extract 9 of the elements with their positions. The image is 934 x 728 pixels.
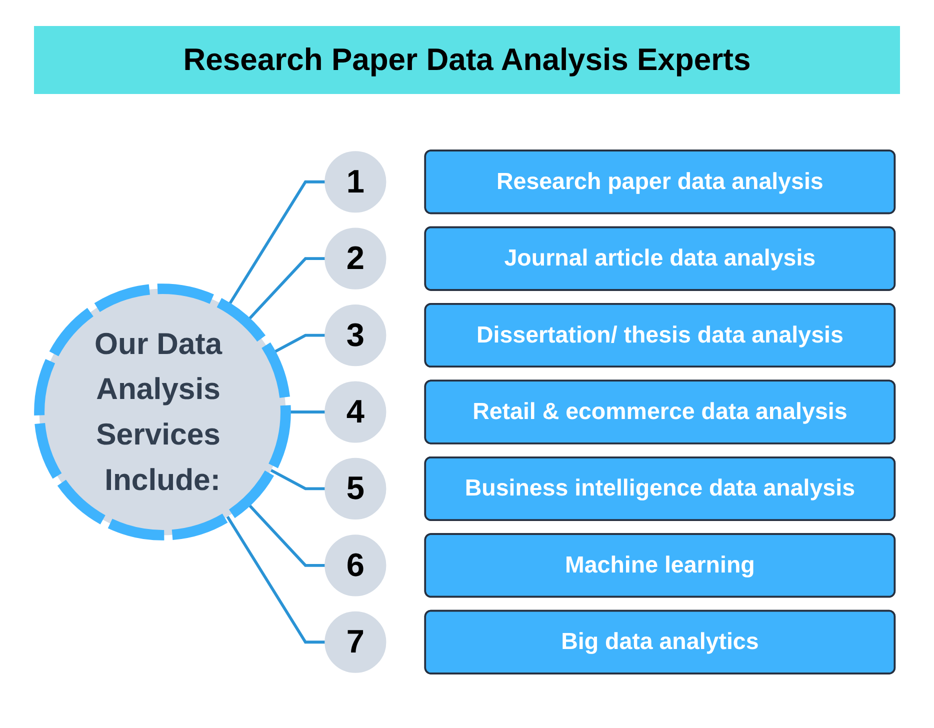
node-circle: 1	[324, 151, 386, 213]
title-banner: Research Paper Data Analysis Experts	[34, 26, 900, 94]
node-circle: 2	[324, 228, 386, 290]
node-circle: 7	[324, 611, 386, 673]
node-circle: 6	[324, 534, 386, 596]
node-circle: 5	[324, 458, 386, 520]
node-circle: 3	[324, 304, 386, 366]
node-circle: 4	[324, 381, 386, 443]
node-circle: Our Data Analysis Services Include:	[34, 284, 291, 540]
